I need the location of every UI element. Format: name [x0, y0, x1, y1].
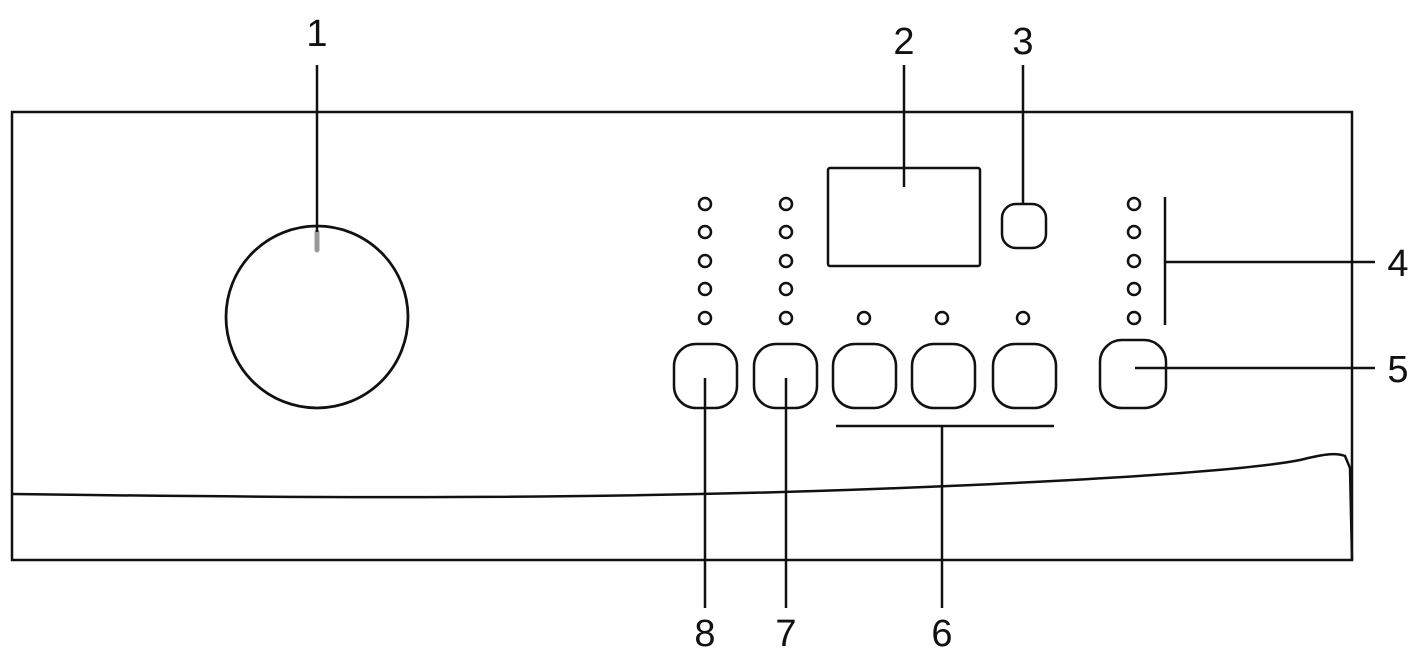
- indicator-light: [1126, 281, 1142, 297]
- indicator-light: [1126, 224, 1142, 240]
- option-button-2[interactable]: [910, 342, 977, 410]
- callout-7: 7: [775, 613, 796, 654]
- indicator-light: [697, 281, 713, 297]
- indicator-light: [697, 253, 713, 269]
- callout-2: 2: [893, 21, 914, 63]
- option-button-1[interactable]: [831, 342, 898, 410]
- indicator-light: [697, 224, 713, 240]
- indicator-light: [1015, 310, 1031, 326]
- program-selector-knob[interactable]: [224, 224, 410, 410]
- button-5[interactable]: [1098, 338, 1168, 410]
- small-button[interactable]: [1000, 202, 1048, 250]
- callout-1: 1: [306, 13, 327, 55]
- indicator-light: [778, 310, 794, 326]
- option-button-3[interactable]: [991, 342, 1058, 410]
- indicator-column-left: [697, 196, 713, 326]
- callout-5: 5: [1387, 349, 1408, 391]
- indicator-row-option-buttons: [856, 310, 1031, 326]
- indicator-light: [934, 310, 950, 326]
- indicator-column-right: [1126, 196, 1142, 326]
- indicator-light: [778, 253, 794, 269]
- callout-3: 3: [1012, 21, 1033, 63]
- callout-8: 8: [694, 613, 715, 654]
- indicator-light: [778, 281, 794, 297]
- indicator-light: [778, 196, 794, 212]
- indicator-light: [1126, 196, 1142, 212]
- callout-4: 4: [1387, 243, 1408, 285]
- indicator-light: [697, 196, 713, 212]
- panel-lower-curve: [11, 452, 1354, 561]
- indicator-light: [697, 310, 713, 326]
- indicator-light: [1126, 310, 1142, 326]
- indicator-light: [856, 310, 872, 326]
- panel-outline: [10, 110, 1354, 562]
- indicator-column-second: [778, 196, 794, 326]
- callout-6: 6: [931, 613, 952, 654]
- indicator-light: [1126, 253, 1142, 269]
- indicator-light: [778, 224, 794, 240]
